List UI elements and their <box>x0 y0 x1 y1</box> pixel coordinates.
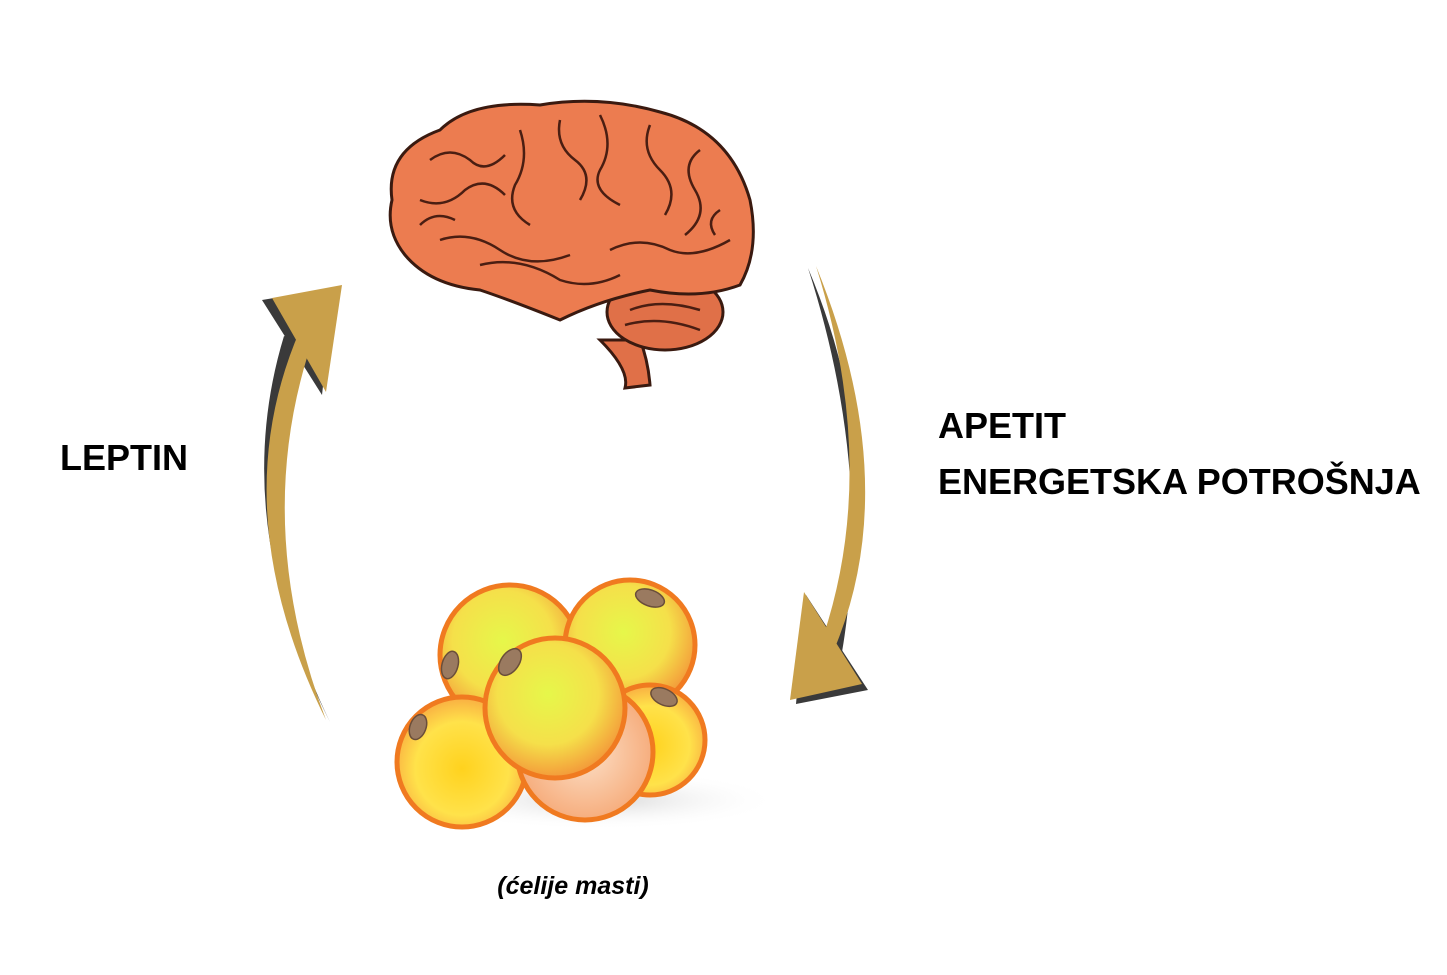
energy-expenditure-label: ENERGETSKA POTROŠNJA <box>938 461 1421 502</box>
arrow-shadow <box>808 268 857 652</box>
fat-cells-caption: (ćelije masti) <box>497 872 649 900</box>
arrow-body <box>816 266 866 645</box>
arrow-head <box>790 592 862 700</box>
brain-illustration <box>388 99 755 390</box>
arrow-up-left <box>262 285 342 722</box>
arrow-down-right <box>790 266 868 704</box>
arrow-head <box>272 285 342 392</box>
fat-cells-illustration <box>394 577 780 830</box>
cell-nuclei <box>408 588 678 741</box>
leptin-label: LEPTIN <box>60 437 189 478</box>
arrow-body <box>266 330 326 720</box>
fat-cell <box>482 635 628 781</box>
cerebrum <box>388 99 755 322</box>
appetite-label: APETIT <box>938 405 1067 446</box>
